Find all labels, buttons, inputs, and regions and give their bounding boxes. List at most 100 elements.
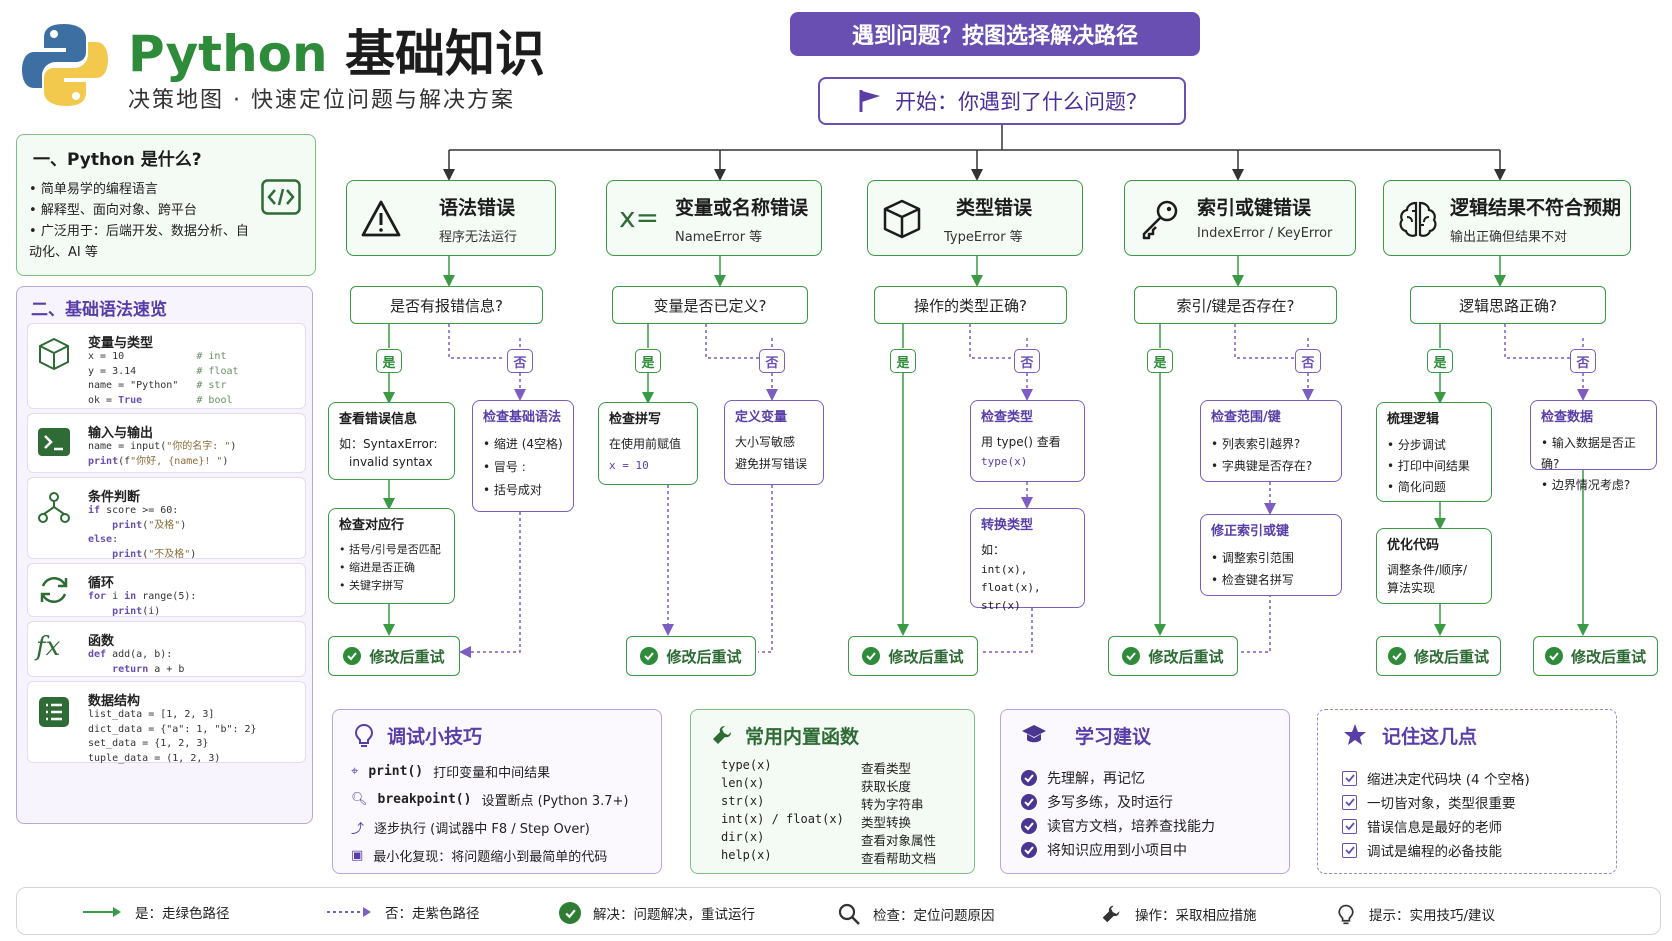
python-logo-icon — [20, 20, 110, 110]
check-circle-icon — [1021, 770, 1037, 786]
function-name: len(x) — [721, 776, 765, 790]
step-check-spelling: 检查拼写 在使用前赋值 x = 10 — [598, 402, 698, 485]
lightbulb-icon — [1338, 904, 1354, 925]
step-optimize-code: 优化代码 调整条件/顺序/ 算法实现 — [1376, 528, 1492, 604]
list-item: 输入数据是否正确? — [1541, 433, 1646, 475]
yes-badge: 是 — [890, 349, 916, 373]
function-name: str(x) — [721, 794, 765, 808]
branch-icon — [38, 492, 70, 523]
remember-panel: 记住这几点 缩进决定代码块 (4 个空格) 一切皆对象，类型很重要 错误信息是最… — [1317, 709, 1617, 874]
category-syntax-error[interactable]: 语法错误 程序无法运行 — [346, 180, 556, 256]
legend-text: 否：走紫色路径 — [385, 906, 480, 922]
syntax-block-variables: 变量与类型 x = 10 # int y = 3.14 # float name… — [27, 323, 306, 409]
learning-item: 多写多练，及时运行 — [1021, 792, 1173, 812]
remember-text: 错误信息是最好的老师 — [1367, 820, 1502, 836]
legend-text: 检查：定位问题原因 — [873, 908, 995, 924]
step-sort-logic: 梳理逻辑 分步调试 打印中间结果 简化问题 — [1376, 402, 1492, 502]
category-logic-error[interactable]: 逻辑结果不符合预期 输出正确但结果不对 — [1383, 180, 1631, 256]
category-index-error[interactable]: 索引或键错误 IndexError / KeyError — [1124, 180, 1356, 256]
step-line: 如： — [981, 543, 1006, 557]
category-name-error[interactable]: x= 变量或名称错误 NameError 等 — [606, 180, 822, 256]
cube-icon — [39, 337, 69, 371]
remember-text: 一切皆对象，类型很重要 — [1367, 796, 1516, 812]
syntax-block-function: fx 函数 def add(a, b): return a + b — [27, 621, 306, 677]
check-circle-icon — [1021, 794, 1037, 810]
retry-button[interactable]: 修改后重试 — [848, 636, 978, 676]
list-item: 字典键是否存在? — [1211, 455, 1331, 477]
key-icon — [1142, 200, 1178, 240]
step-title: 检查对应行 — [339, 518, 405, 533]
debug-tips-panel: 调试小技巧 ⌖ print() 打印变量和中间结果 🔍︎ breakpoint(… — [332, 709, 662, 874]
learning-text: 多写多练，及时运行 — [1047, 795, 1173, 811]
step-list: 分步调试 打印中间结果 简化问题 — [1387, 435, 1481, 498]
tip-item: ▣ 最小化复现：将问题缩小到最简单的代码 — [351, 846, 607, 865]
tip-item: ⌖ print() 打印变量和中间结果 — [351, 762, 550, 781]
tip-code: breakpoint() — [377, 792, 472, 807]
variable-icon: x= — [619, 201, 660, 234]
no-badge: 否 — [507, 349, 533, 373]
builtin-functions-panel: 常用内置函数 type(x)查看类型 len(x)获取长度 str(x)转为字符… — [690, 709, 975, 874]
top-banner: 遇到问题？按图选择解决路径 — [790, 12, 1200, 56]
retry-button[interactable]: 修改后重试 — [1108, 636, 1238, 676]
category-name: 语法错误 — [439, 197, 516, 219]
retry-button[interactable]: 修改后重试 — [1533, 636, 1658, 676]
star-icon — [1344, 724, 1366, 745]
retry-label: 修改后重试 — [666, 647, 742, 666]
no-badge: 否 — [1295, 349, 1321, 373]
list-item: 边界情况考虑? — [1541, 475, 1646, 496]
function-row: dir(x)查看对象属性 — [721, 830, 961, 849]
step-check-basic-syntax: 检查基础语法 缩进 (4空格) 冒号 : 括号成对 — [472, 400, 574, 512]
syntax-title: 二、基础语法速览 — [31, 300, 167, 320]
function-row: int(x) / float(x)类型转换 — [721, 812, 961, 831]
function-row: help(x)查看帮助文档 — [721, 848, 961, 867]
step-list: 括号/引号是否匹配 缩进是否正确 关键字拼写 — [339, 541, 444, 595]
yes-badge: 是 — [635, 349, 661, 373]
category-name: 索引或键错误 — [1197, 197, 1312, 219]
tip-code: print() — [368, 764, 424, 779]
list-item: 关键字拼写 — [339, 577, 444, 595]
list-item: 简化问题 — [1387, 477, 1481, 498]
syntax-block-loop: 循环 for i in range(5): print(i) — [27, 563, 306, 617]
retry-button[interactable]: 修改后重试 — [626, 636, 756, 676]
category-sub: 输出正确但结果不对 — [1450, 230, 1568, 245]
remember-item: 一切皆对象，类型很重要 — [1342, 792, 1516, 812]
category-type-error[interactable]: 类型错误 TypeError 等 — [867, 180, 1083, 256]
code-snippet: list_data = [1, 2, 3] dict_data = {"a": … — [88, 709, 257, 764]
check-circle-icon — [1387, 647, 1406, 665]
remember-text: 调试是编程的必备技能 — [1367, 844, 1502, 860]
step-code: type(x) — [981, 455, 1028, 468]
step-list: 列表索引越界? 字典键是否存在? — [1211, 433, 1331, 477]
step-line: 用 type() 查看 — [981, 435, 1061, 449]
retry-button[interactable]: 修改后重试 — [328, 636, 460, 676]
warning-icon — [361, 200, 401, 237]
step-line: 调整条件/顺序/ — [1387, 563, 1468, 577]
check-circle-icon — [1021, 842, 1037, 858]
step-title: 检查基础语法 — [483, 410, 562, 425]
tip-item: ⤴ 逐步执行 (调试器中 F8 / Step Over) — [351, 818, 590, 837]
function-desc: 查看帮助文档 — [861, 851, 937, 866]
function-row: type(x)查看类型 — [721, 758, 961, 777]
purple-dashed-arrow-icon — [327, 907, 371, 917]
yes-badge: 是 — [376, 349, 402, 373]
step-line: 大小写敏感 — [735, 435, 796, 449]
list-item: 列表索引越界? — [1211, 433, 1331, 455]
title-english: Python — [128, 25, 328, 83]
retry-button[interactable]: 修改后重试 — [1376, 636, 1501, 676]
function-icon: fx — [36, 632, 61, 662]
function-name: int(x) / float(x) — [721, 812, 844, 826]
syntax-block-title: 数据结构 — [88, 694, 141, 709]
tip-text: 设置断点 (Python 3.7+) — [481, 794, 629, 809]
category-sub: IndexError / KeyError — [1197, 226, 1333, 241]
remember-text: 缩进决定代码块 (4 个空格) — [1367, 772, 1530, 788]
step-icon: ⤴ — [351, 822, 365, 837]
step-line: invalid syntax — [349, 455, 433, 469]
syntax-block-title: 条件判断 — [88, 490, 141, 505]
page-title: Python 基础知识 — [128, 14, 545, 86]
page-subtitle: 决策地图 · 快速定位问题与解决方案 — [128, 88, 515, 113]
list-icon — [39, 697, 69, 727]
step-code: int(x), float(x), — [981, 563, 1041, 594]
code-snippet: def add(a, b): return a + b — [88, 649, 185, 675]
code-file-icon: ▣ — [351, 848, 364, 863]
tip-text: 逐步执行 (调试器中 F8 / Step Over) — [374, 822, 590, 837]
step-line: 避免拼写错误 — [735, 457, 808, 471]
